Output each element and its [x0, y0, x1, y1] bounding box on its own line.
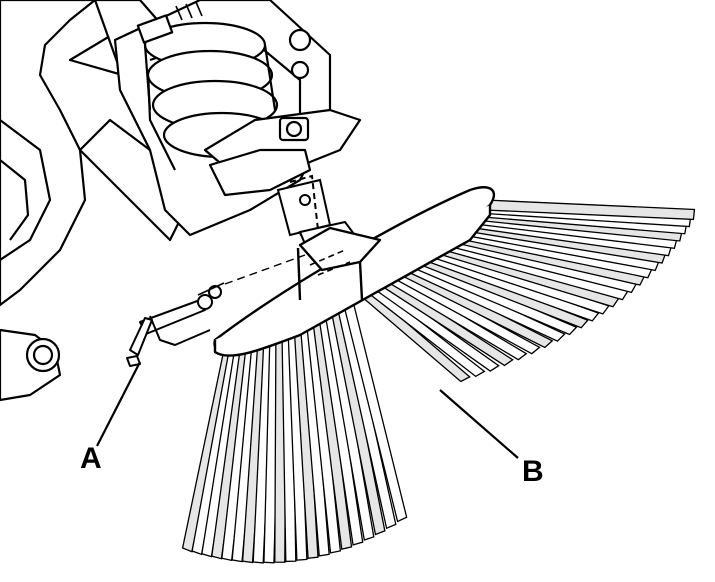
- callout-a: A: [80, 442, 102, 475]
- leader-line-a: [96, 361, 141, 447]
- callout-b: B: [522, 455, 544, 488]
- pin-clip: [126, 254, 306, 367]
- leader-line-b: [439, 389, 519, 459]
- brush-hub: [213, 186, 496, 357]
- motor-bracket: [113, 0, 362, 237]
- leader-lines: [96, 361, 519, 459]
